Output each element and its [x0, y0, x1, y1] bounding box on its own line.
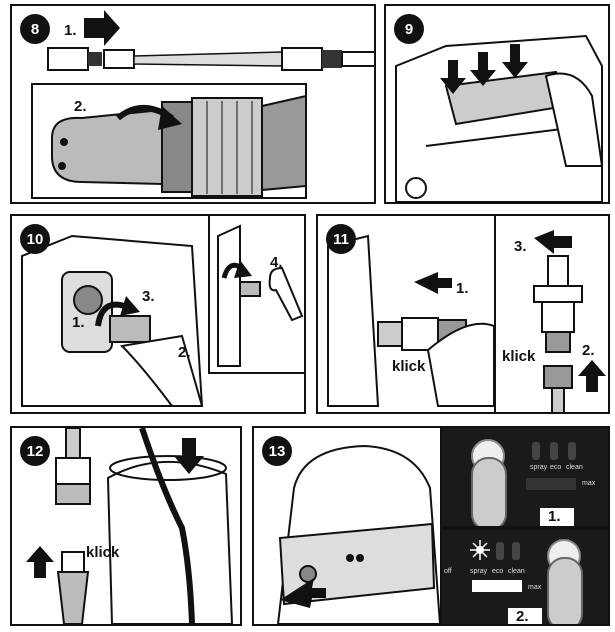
step-label-3: 3.	[514, 238, 527, 255]
step-10-inset: 4.	[208, 216, 304, 374]
inlet-connection-illustration	[21, 234, 204, 407]
step-13-panel: 13 spray eco clean max 1. off spray eco …	[252, 426, 610, 626]
step-label-2: 2.	[582, 342, 595, 359]
step-label-1: 1.	[72, 314, 85, 331]
step-label-1: 1.	[456, 280, 469, 297]
klick-label: klick	[502, 348, 536, 365]
mode-button-press-illustration	[470, 539, 583, 624]
step-label-2: 2.	[178, 344, 191, 361]
step-label-1: 1.	[548, 508, 561, 525]
step-number-badge: 13	[262, 436, 292, 466]
mode-label-spray: spray	[530, 464, 548, 471]
max-label: max	[528, 584, 542, 591]
control-panel-illustration	[276, 444, 442, 624]
hose-connector-illustration	[31, 10, 374, 199]
step-13-inset-2: off spray eco clean max 2.	[440, 528, 608, 625]
step-12-panel: 12 klick	[10, 426, 242, 626]
mode-label-clean: clean	[508, 568, 525, 575]
wrench-illustration	[217, 224, 304, 367]
step-9-panel: 9	[384, 4, 610, 204]
klick-label: klick	[392, 358, 426, 375]
step-label-3: 3.	[142, 288, 155, 305]
power-button-press-illustration	[471, 439, 576, 526]
step-label-2: 2.	[516, 608, 529, 625]
max-label: max	[582, 480, 596, 487]
hose-in-container-illustration	[26, 428, 234, 624]
step-11-panel: 11 1. klick 3. 2. klick	[316, 214, 610, 414]
step-13-inset-1: spray eco clean max 1.	[440, 428, 608, 528]
step-number-badge: 11	[326, 224, 356, 254]
mode-label-eco: eco	[550, 464, 562, 471]
step-label-1: 1.	[64, 22, 77, 39]
step-label-4: 4.	[270, 254, 283, 271]
step-number-badge: 10	[20, 224, 50, 254]
mode-label-spray: spray	[470, 568, 488, 575]
mode-label-clean: clean	[566, 464, 583, 471]
klick-label: klick	[86, 544, 120, 561]
step-number-badge: 12	[20, 436, 50, 466]
step-number-badge: 9	[394, 14, 424, 44]
mode-label-eco: eco	[492, 568, 504, 575]
lid-attachment-illustration	[395, 34, 604, 202]
step-number-badge: 8	[20, 14, 50, 44]
step-label-2: 2.	[74, 98, 87, 115]
step-8-panel: 8 1. 2.	[10, 4, 376, 204]
step-11-inset: 3. 2. klick	[494, 216, 608, 412]
step-10-panel: 10 1. 2. 3. 4.	[10, 214, 306, 414]
off-label: off	[444, 568, 452, 575]
tap-adapter-illustration	[533, 230, 606, 412]
hose-to-inlet-illustration	[327, 234, 495, 407]
